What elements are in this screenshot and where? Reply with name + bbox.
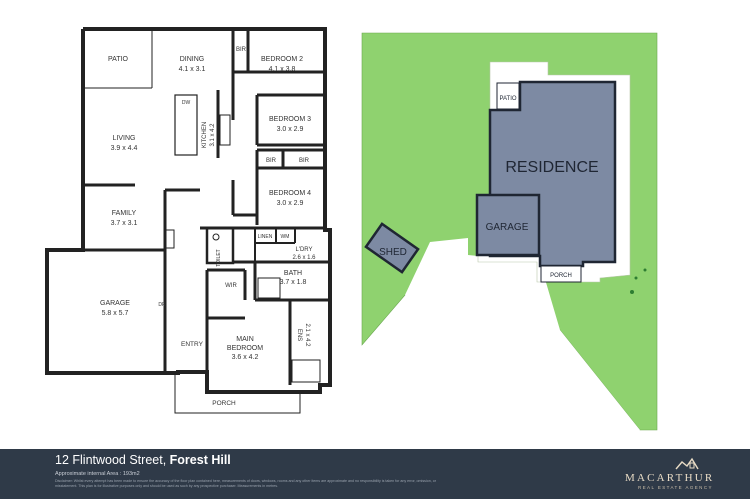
agency-logo-icon bbox=[675, 457, 699, 470]
site-plan bbox=[361, 32, 658, 431]
room-label-ens: ENS bbox=[296, 329, 302, 341]
room-size-bath: 3.7 x 1.8 bbox=[280, 279, 307, 286]
porch-block bbox=[540, 265, 582, 283]
shed-block bbox=[364, 222, 420, 274]
outer-wall bbox=[45, 27, 332, 394]
fixture-label-dw: DW bbox=[182, 100, 191, 106]
room-size-bedroom-2: 4.1 x 3.8 bbox=[269, 66, 296, 73]
agency-brand: MACARTHUR bbox=[625, 472, 715, 484]
site-plan-labels: RESIDENCE GARAGE SHED PATIO PORCH bbox=[379, 96, 599, 279]
room-label-main-bedroom-2: BEDROOM bbox=[227, 345, 263, 352]
room-label-porch: PORCH bbox=[212, 400, 236, 407]
room-size-living: 3.9 x 4.4 bbox=[111, 145, 138, 152]
tree-dot bbox=[630, 290, 634, 294]
room-label-bedroom-3: BEDROOM 3 bbox=[269, 116, 311, 123]
room-label-bir-2: BIR bbox=[266, 158, 277, 164]
room-size-garage: 5.8 x 5.7 bbox=[102, 310, 129, 317]
room-label-bir-3: BIR bbox=[299, 158, 310, 164]
floor-plan-labels: PATIO DINING 4.1 x 3.1 BIR BEDROOM 2 4.1… bbox=[100, 47, 316, 407]
room-label-laundry: L'DRY bbox=[295, 247, 312, 253]
room-label-patio: PATIO bbox=[108, 56, 129, 63]
shed-label: SHED bbox=[379, 247, 407, 258]
room-size-kitchen: 3.1 x 4.2 bbox=[210, 123, 216, 147]
footer-bar bbox=[0, 449, 750, 499]
room-label-family: FAMILY bbox=[112, 210, 137, 217]
room-size-bedroom-3: 3.0 x 2.9 bbox=[277, 126, 304, 133]
tree-dot bbox=[634, 276, 638, 280]
driveway bbox=[405, 238, 640, 430]
room-label-bedroom-2: BEDROOM 2 bbox=[261, 56, 303, 63]
room-size-family: 3.7 x 3.1 bbox=[111, 220, 138, 227]
agency-tagline: REAL ESTATE AGENCY bbox=[638, 485, 713, 490]
address-suburb: Forest Hill bbox=[169, 453, 231, 467]
room-label-entry: ENTRY bbox=[181, 341, 204, 348]
floor-plan bbox=[45, 27, 332, 414]
room-size-ens: 2.1 x 4.2 bbox=[304, 323, 310, 347]
room-label-dining: DINING bbox=[180, 56, 205, 63]
disclaimer-text: Disclaimer: Whilst every attempt has bee… bbox=[55, 479, 436, 488]
tree-dot bbox=[643, 268, 647, 272]
room-label-bath: BATH bbox=[284, 270, 302, 277]
garage-label: GARAGE bbox=[486, 222, 529, 233]
patio-block bbox=[496, 82, 520, 110]
room-label-wir: WIR bbox=[225, 283, 237, 289]
room-size-bedroom-4: 3.0 x 2.9 bbox=[277, 200, 304, 207]
room-label-garage: GARAGE bbox=[100, 300, 130, 307]
residence-label: RESIDENCE bbox=[505, 159, 598, 176]
room-size-dining: 4.1 x 3.1 bbox=[179, 66, 206, 73]
room-label-dr: DR bbox=[158, 302, 166, 308]
room-label-living: LIVING bbox=[113, 135, 136, 142]
room-size-laundry: 2.6 x 1.6 bbox=[292, 255, 316, 261]
patio-label: PATIO bbox=[499, 96, 516, 102]
porch-label: PORCH bbox=[550, 273, 572, 279]
internal-area: Approximate internal Area : 193m2 bbox=[55, 471, 140, 477]
room-label-linen: LINEN bbox=[258, 234, 273, 240]
room-label-bir-1: BIR bbox=[236, 47, 247, 53]
address-street: 12 Flintwood Street, bbox=[55, 453, 167, 467]
room-label-wm: WM bbox=[281, 234, 290, 240]
room-label-kitchen: KITCHEN bbox=[202, 122, 208, 148]
garage-block bbox=[475, 193, 541, 257]
room-label-bedroom-4: BEDROOM 4 bbox=[269, 190, 311, 197]
room-label-toilet: TOILET bbox=[216, 249, 222, 266]
property-address: 12 Flintwood Street, Forest Hill bbox=[55, 453, 231, 467]
room-size-main-bedroom: 3.6 x 4.2 bbox=[232, 354, 259, 361]
room-label-main-bedroom: MAIN bbox=[236, 336, 254, 343]
